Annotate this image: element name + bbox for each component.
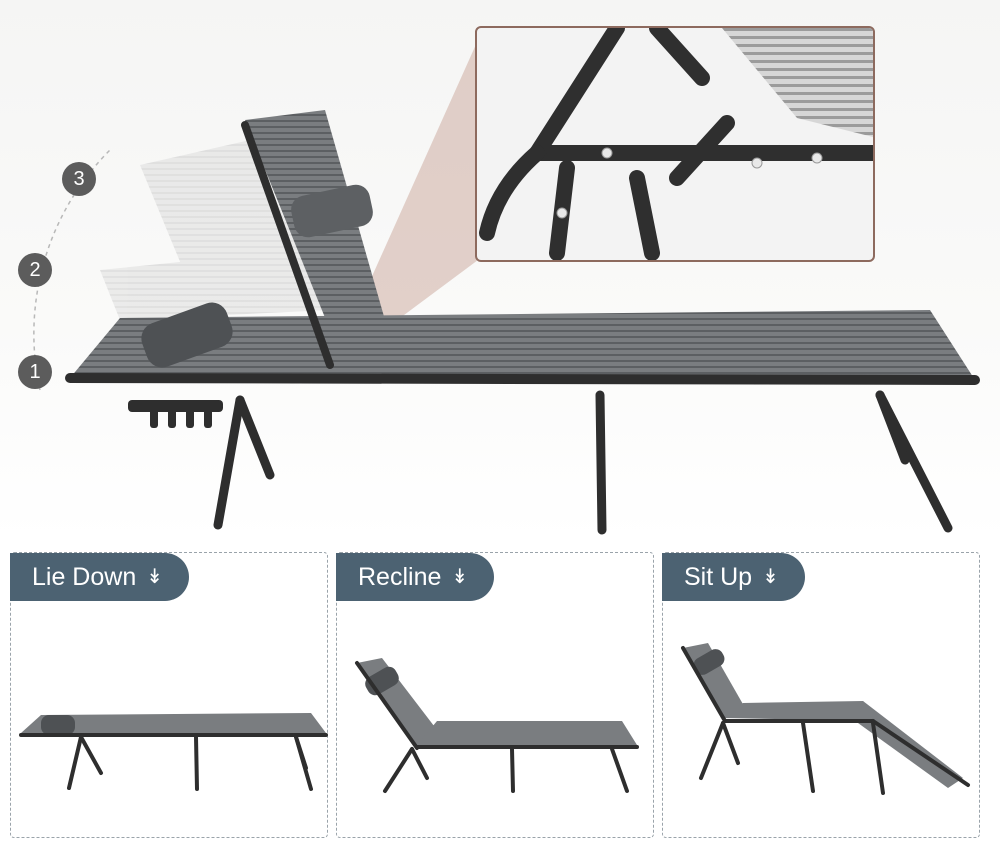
cot-bed (70, 310, 975, 380)
cot-lie-down-illustration (19, 713, 328, 791)
mode-tab-sit-up: Sit Up ↡ (662, 553, 805, 601)
step-badge-1: 1 (18, 355, 52, 389)
double-down-arrow-icon: ↡ (146, 566, 163, 588)
double-down-arrow-icon: ↡ (762, 566, 779, 588)
mode-label: Lie Down (32, 562, 137, 591)
mode-panel-lie-down: Lie Down ↡ (10, 552, 328, 838)
frame-detail-zoom (475, 26, 875, 262)
mode-tab-lie-down: Lie Down ↡ (10, 553, 189, 601)
mode-label: Recline (358, 562, 442, 591)
frame-rail (65, 373, 980, 385)
mode-label: Sit Up (684, 562, 753, 591)
hero-cot-illustration (33, 40, 980, 535)
mode-panel-recline: Recline ↡ (336, 552, 654, 838)
cot-sit-up-illustration (681, 643, 970, 795)
mode-tab-recline: Recline ↡ (336, 553, 495, 601)
recline-adjuster (128, 400, 223, 428)
step-badge-3: 3 (62, 162, 96, 196)
hero-product-image: 1 2 3 (0, 0, 1000, 540)
mode-panel-sit-up: Sit Up ↡ (662, 552, 980, 838)
ghost-backrest-positions (100, 140, 330, 320)
foot-pillow (141, 302, 233, 368)
step-badge-2: 2 (18, 253, 52, 287)
backrest-pillow (291, 184, 373, 238)
double-down-arrow-icon: ↡ (451, 566, 469, 588)
frame-detail-illustration (479, 28, 873, 260)
cot-recline-illustration (355, 658, 639, 793)
cot-legs (213, 390, 953, 535)
